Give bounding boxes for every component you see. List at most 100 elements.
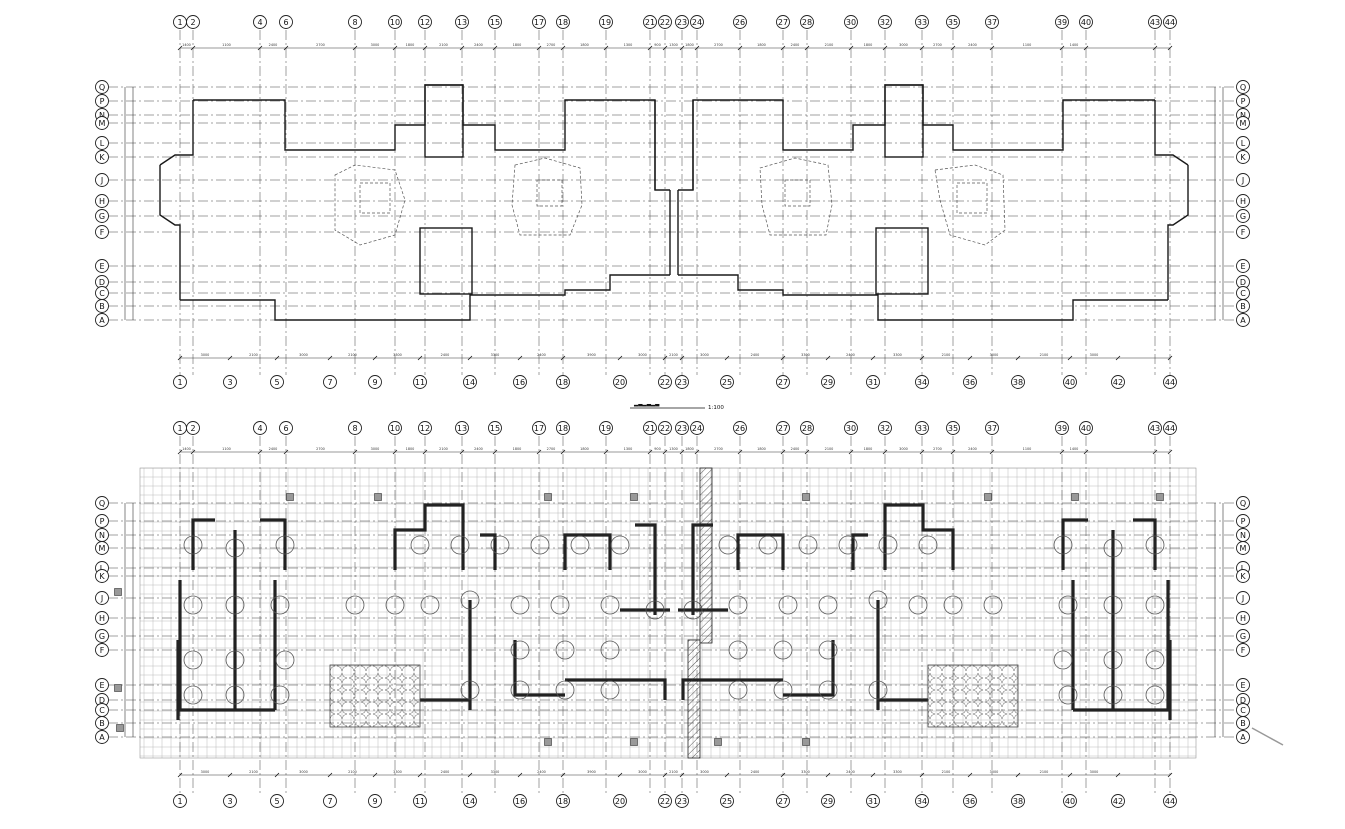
pile-circle [718, 535, 738, 555]
pile-circle [1103, 595, 1123, 615]
axis-bubble-bottom-label: 7 [327, 378, 332, 387]
axis-bubble-bottom-label: 20 [615, 797, 625, 806]
axis-bubble-top-label: 39 [1057, 424, 1067, 433]
axis-bubble-top: 28 [800, 15, 814, 29]
axis-bubble-top: 23 [675, 421, 689, 435]
axis-bubble-right: A [1236, 730, 1250, 744]
pile-square [114, 684, 122, 692]
axis-bubble-bottom-label: 22 [660, 378, 670, 387]
axis-bubble-bottom: 20 [613, 794, 627, 808]
pile-circle [645, 600, 665, 620]
pile-square [116, 724, 124, 732]
axis-bubble-top: 28 [800, 421, 814, 435]
axis-bubble-left-label: F [100, 228, 105, 237]
axis-bubble-right-label: F [1241, 228, 1246, 237]
pile-circle [798, 535, 818, 555]
axis-bubble-top: 19 [599, 421, 613, 435]
pile-square [630, 738, 638, 746]
axis-bubble-left: A [95, 730, 109, 744]
axis-bubble-bottom: 36 [963, 375, 977, 389]
axis-bubble-left: A [95, 313, 109, 327]
axis-bubble-top-label: 12 [420, 424, 430, 433]
dimension-text: 2700 [714, 447, 723, 451]
axis-bubble-top: 24 [690, 15, 704, 29]
star-hatch-area-right [927, 664, 1019, 728]
axis-bubble-top: 13 [455, 15, 469, 29]
axis-bubble-top: 35 [946, 15, 960, 29]
axis-bubble-top: 43 [1148, 421, 1162, 435]
dimension-text: 3000 [700, 770, 709, 774]
axis-bubble-top-label: 17 [534, 424, 544, 433]
dimension-text: 2700 [316, 43, 325, 47]
axis-bubble-top-label: 6 [283, 18, 288, 27]
axis-bubble-right-label: F [1241, 646, 1246, 655]
pile-circle [600, 640, 620, 660]
dimension-text: 2100 [942, 770, 951, 774]
axis-bubble-bottom-label: 29 [823, 378, 833, 387]
axis-bubble-left: F [95, 225, 109, 239]
axis-bubble-bottom: 9 [368, 375, 382, 389]
axis-bubble-right: L [1236, 136, 1250, 150]
hatched-wall-strip-upper [699, 467, 713, 644]
axis-bubble-top: 18 [556, 421, 570, 435]
pile-circle [183, 650, 203, 670]
axis-bubble-top-label: 15 [490, 18, 500, 27]
dimension-text: 2400 [791, 43, 800, 47]
axis-bubble-top-label: 27 [778, 424, 788, 433]
axis-bubble-right: H [1236, 611, 1250, 625]
axis-bubble-left-label: P [100, 517, 105, 526]
axis-bubble-bottom: 29 [821, 375, 835, 389]
dimension-text: 1100 [1023, 447, 1032, 451]
bottom-vertical-grid-lines [179, 436, 1171, 795]
axis-bubble-bottom: 7 [323, 375, 337, 389]
dimension-text: 2100 [249, 353, 258, 357]
pile-circle [460, 680, 480, 700]
axis-bubble-top-label: 27 [778, 18, 788, 27]
dimension-text: 900 [654, 447, 660, 451]
dimension-text: 1100 [222, 447, 231, 451]
axis-bubble-bottom: 38 [1011, 794, 1025, 808]
axis-bubble-left-label: Q [99, 499, 105, 508]
dimension-text: 3300 [393, 353, 402, 357]
axis-bubble-left-label: N [99, 111, 105, 120]
foundation-mesh-area [139, 467, 1197, 759]
pile-circle [183, 595, 203, 615]
pile-circle [878, 535, 898, 555]
dimension-text: 2400 [968, 447, 977, 451]
axis-bubble-left-label: J [100, 176, 103, 185]
pile-circle [275, 535, 295, 555]
dimension-text: 3300 [801, 353, 810, 357]
axis-bubble-left: J [95, 591, 109, 605]
axis-bubble-right: K [1236, 569, 1250, 583]
axis-bubble-left: E [95, 678, 109, 692]
axis-bubble-left: Q [95, 80, 109, 94]
axis-bubble-left-label: M [99, 544, 106, 553]
axis-bubble-top-label: 8 [352, 424, 357, 433]
axis-bubble-left: G [95, 629, 109, 643]
dimension-text: 1300 [624, 447, 633, 451]
axis-bubble-top-label: 43 [1150, 424, 1160, 433]
pile-circle [555, 680, 575, 700]
axis-bubble-left: F [95, 643, 109, 657]
axis-bubble-top: 37 [985, 421, 999, 435]
axis-bubble-top: 2 [186, 15, 200, 29]
axis-bubble-right: N [1236, 528, 1250, 542]
pile-circle [868, 680, 888, 700]
axis-bubble-right: Q [1236, 496, 1250, 510]
dimension-text: 1800 [685, 447, 694, 451]
pile-circle [943, 595, 963, 615]
pile-circle [270, 595, 290, 615]
pile-circle [818, 680, 838, 700]
pile-circle [225, 685, 245, 705]
axis-bubble-bottom-label: 16 [515, 797, 525, 806]
axis-bubble-top-label: 12 [420, 18, 430, 27]
pile-circle [908, 595, 928, 615]
axis-bubble-right: P [1236, 94, 1250, 108]
dimension-text: 1800 [406, 447, 415, 451]
axis-bubble-top-label: 15 [490, 424, 500, 433]
axis-bubble-bottom: 7 [323, 794, 337, 808]
dimension-text: 2100 [249, 770, 258, 774]
